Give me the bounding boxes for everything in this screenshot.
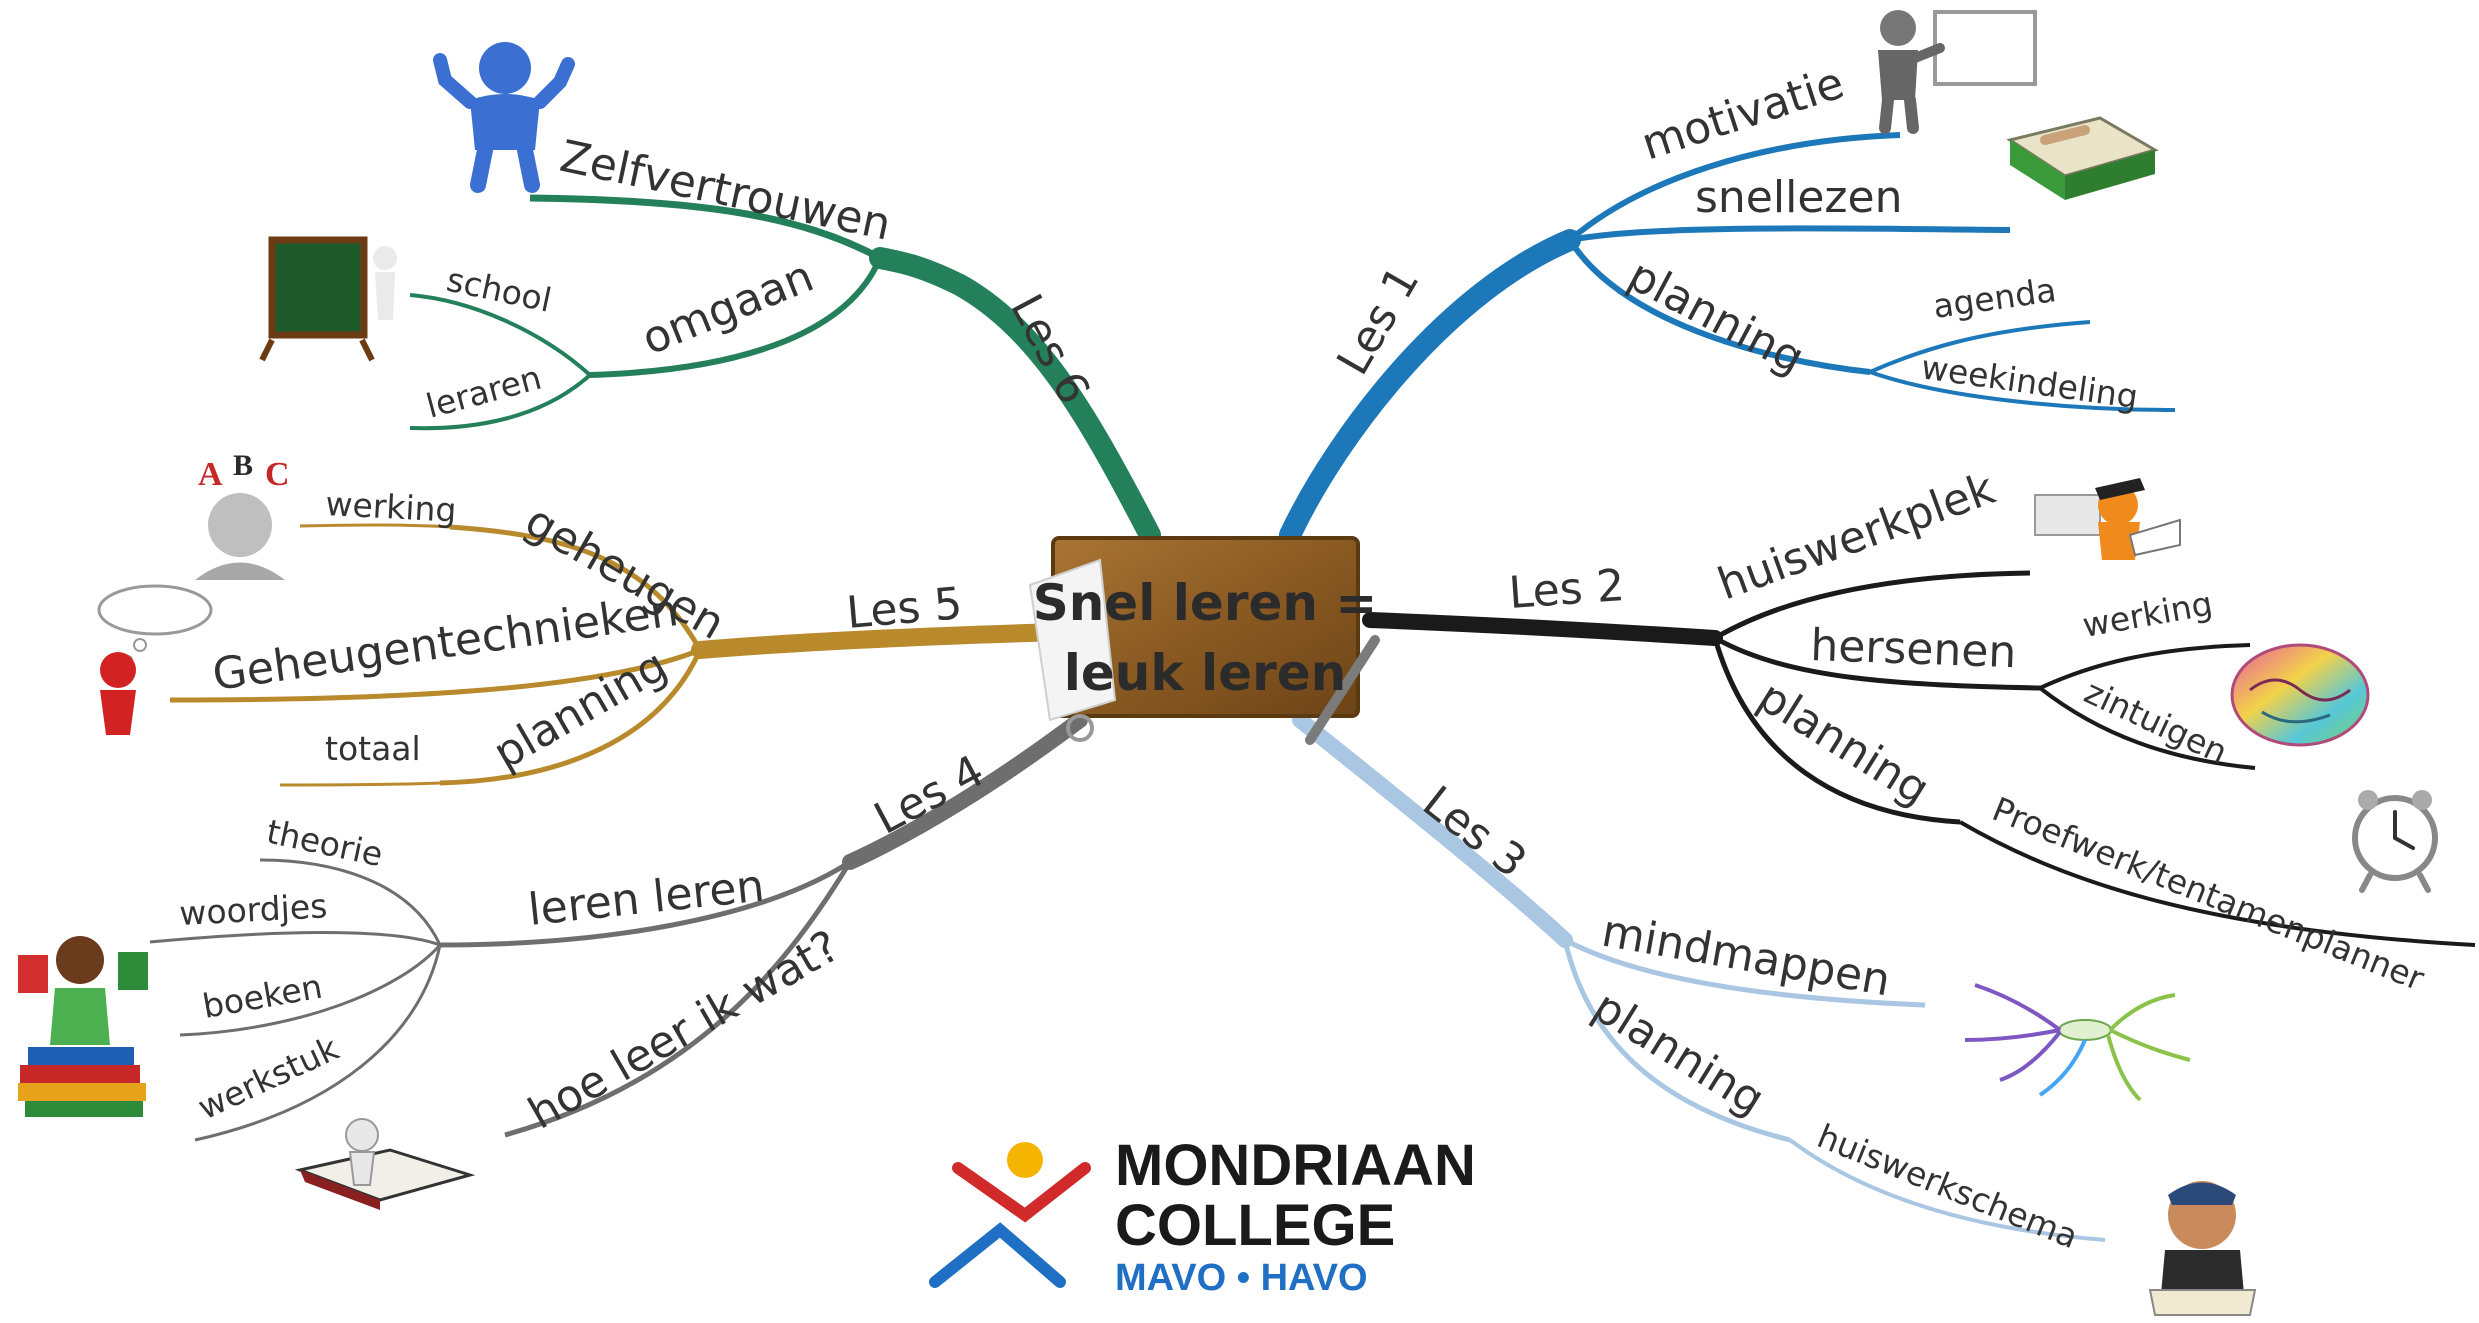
chalkboard-icon xyxy=(259,236,397,362)
paperclip-icon xyxy=(1066,714,1094,742)
central-topic: Snel leren = leuk leren xyxy=(1028,536,1380,745)
motivatie-label: motivatie xyxy=(1636,57,1850,170)
logo-name-line2: COLLEGE xyxy=(1115,1193,1395,1258)
abc-head-icon: A B C xyxy=(195,449,290,580)
woordjes-label: woordjes xyxy=(178,886,328,933)
thought-bubble-icon xyxy=(97,584,213,735)
totaal-label: totaal xyxy=(325,729,421,768)
branch-les1: Les 1 motivatie snellezen planning agend… xyxy=(1279,57,2176,546)
central-line1: Snel leren = xyxy=(1033,574,1378,632)
logo-name-line1: MONDRIAAN xyxy=(1115,1133,1476,1198)
les6-label: Les 6 xyxy=(1000,286,1099,412)
svg-text:C: C xyxy=(265,456,290,493)
svg-text:B: B xyxy=(233,449,253,482)
werkstuk-label: werkstuk xyxy=(192,1028,345,1127)
person-with-book-icon xyxy=(294,1118,476,1210)
hoe-leer-label: hoe leer ik wat? xyxy=(520,921,848,1140)
school-label: school xyxy=(443,260,555,320)
zelfvertrouwen-label: Zelfvertrouwen xyxy=(556,131,896,251)
les5-label: Les 5 xyxy=(845,578,965,639)
svg-text:A: A xyxy=(198,456,223,493)
huiswerkschema-label: huiswerkschema xyxy=(1812,1116,2084,1256)
snellezen-label: snellezen xyxy=(1695,172,1902,223)
hersenen-label: hersenen xyxy=(1810,620,2018,678)
omgaan-label: omgaan xyxy=(635,251,821,366)
les3-planning-label: planning xyxy=(1584,981,1773,1125)
person-shrug-icon xyxy=(433,42,575,193)
paper-sheet-icon xyxy=(1028,558,1117,722)
leraren-label: leraren xyxy=(422,358,545,426)
boy-reading-icon xyxy=(2148,1181,2257,1316)
pen-icon xyxy=(1305,635,1380,745)
zintuigen-label: zintuigen xyxy=(2079,672,2234,772)
alarm-clock-icon xyxy=(2352,790,2438,893)
reading-book-icon xyxy=(2006,116,2159,200)
les1-planning-label: planning xyxy=(1620,250,1813,385)
mindmap-thumbnail-icon xyxy=(1964,983,2191,1102)
logo-mark-icon xyxy=(929,1142,1091,1288)
branch-les5: Les 5 geheugen werking Geheugentechnieke… xyxy=(169,484,1069,787)
les2-werking-label: werking xyxy=(2080,584,2216,645)
student-books-icon xyxy=(18,936,148,1117)
teacher-whiteboard-icon xyxy=(1878,10,2037,134)
branch-les6: Les 6 Zelfvertrouwen omgaan school lerar… xyxy=(409,131,1161,546)
agenda-label: agenda xyxy=(1931,270,2059,326)
branch-les4: Les 4 leren leren theorie woordjes boeke… xyxy=(149,712,1088,1142)
brain-icon xyxy=(2230,643,2370,747)
school-logo: MONDRIAAN COLLEGE MAVO • HAVO xyxy=(929,1133,1476,1299)
les2-label: Les 2 xyxy=(1507,560,1626,619)
leren-leren-label: leren leren xyxy=(526,860,767,935)
graduate-reading-icon xyxy=(2034,478,2181,560)
weekindeling-label: weekindeling xyxy=(1919,347,2141,416)
central-line2: leuk leren xyxy=(1064,644,1347,702)
les5-werking-label: werking xyxy=(325,484,458,530)
logo-tagline: MAVO • HAVO xyxy=(1115,1257,1368,1299)
